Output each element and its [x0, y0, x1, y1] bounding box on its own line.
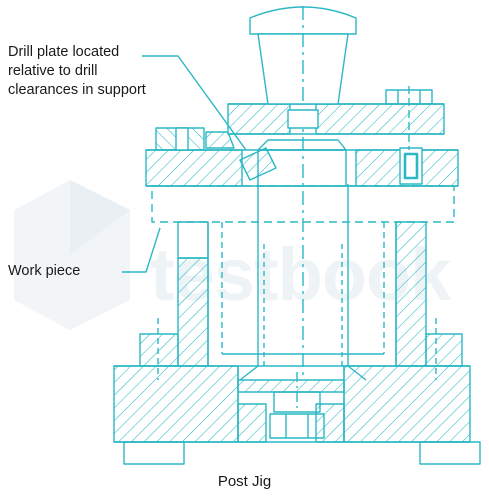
drill-guide	[239, 147, 277, 181]
diagram-caption: Post Jig	[217, 473, 272, 490]
drill-plate-leader	[142, 55, 247, 151]
drill-plate-label-line1: Drill plate located	[8, 44, 120, 60]
central-post	[239, 110, 367, 381]
drill-plate-label: Drill plate located relative to drill cl…	[8, 43, 146, 100]
top-clamp-plate	[227, 86, 445, 150]
drill-plate-label-line3: clearances in support	[8, 82, 146, 98]
drill-plate-label-line2: relative to drill	[8, 63, 98, 79]
drill-bush-handle	[249, 6, 357, 105]
post-nut	[269, 372, 325, 439]
left-foot	[123, 441, 185, 465]
work-piece-label: Work piece	[8, 263, 81, 279]
base-plate	[113, 365, 471, 443]
left-clamp	[155, 127, 235, 151]
support-body	[139, 221, 463, 380]
right-foot	[419, 441, 481, 465]
work-piece-leader	[122, 227, 161, 273]
